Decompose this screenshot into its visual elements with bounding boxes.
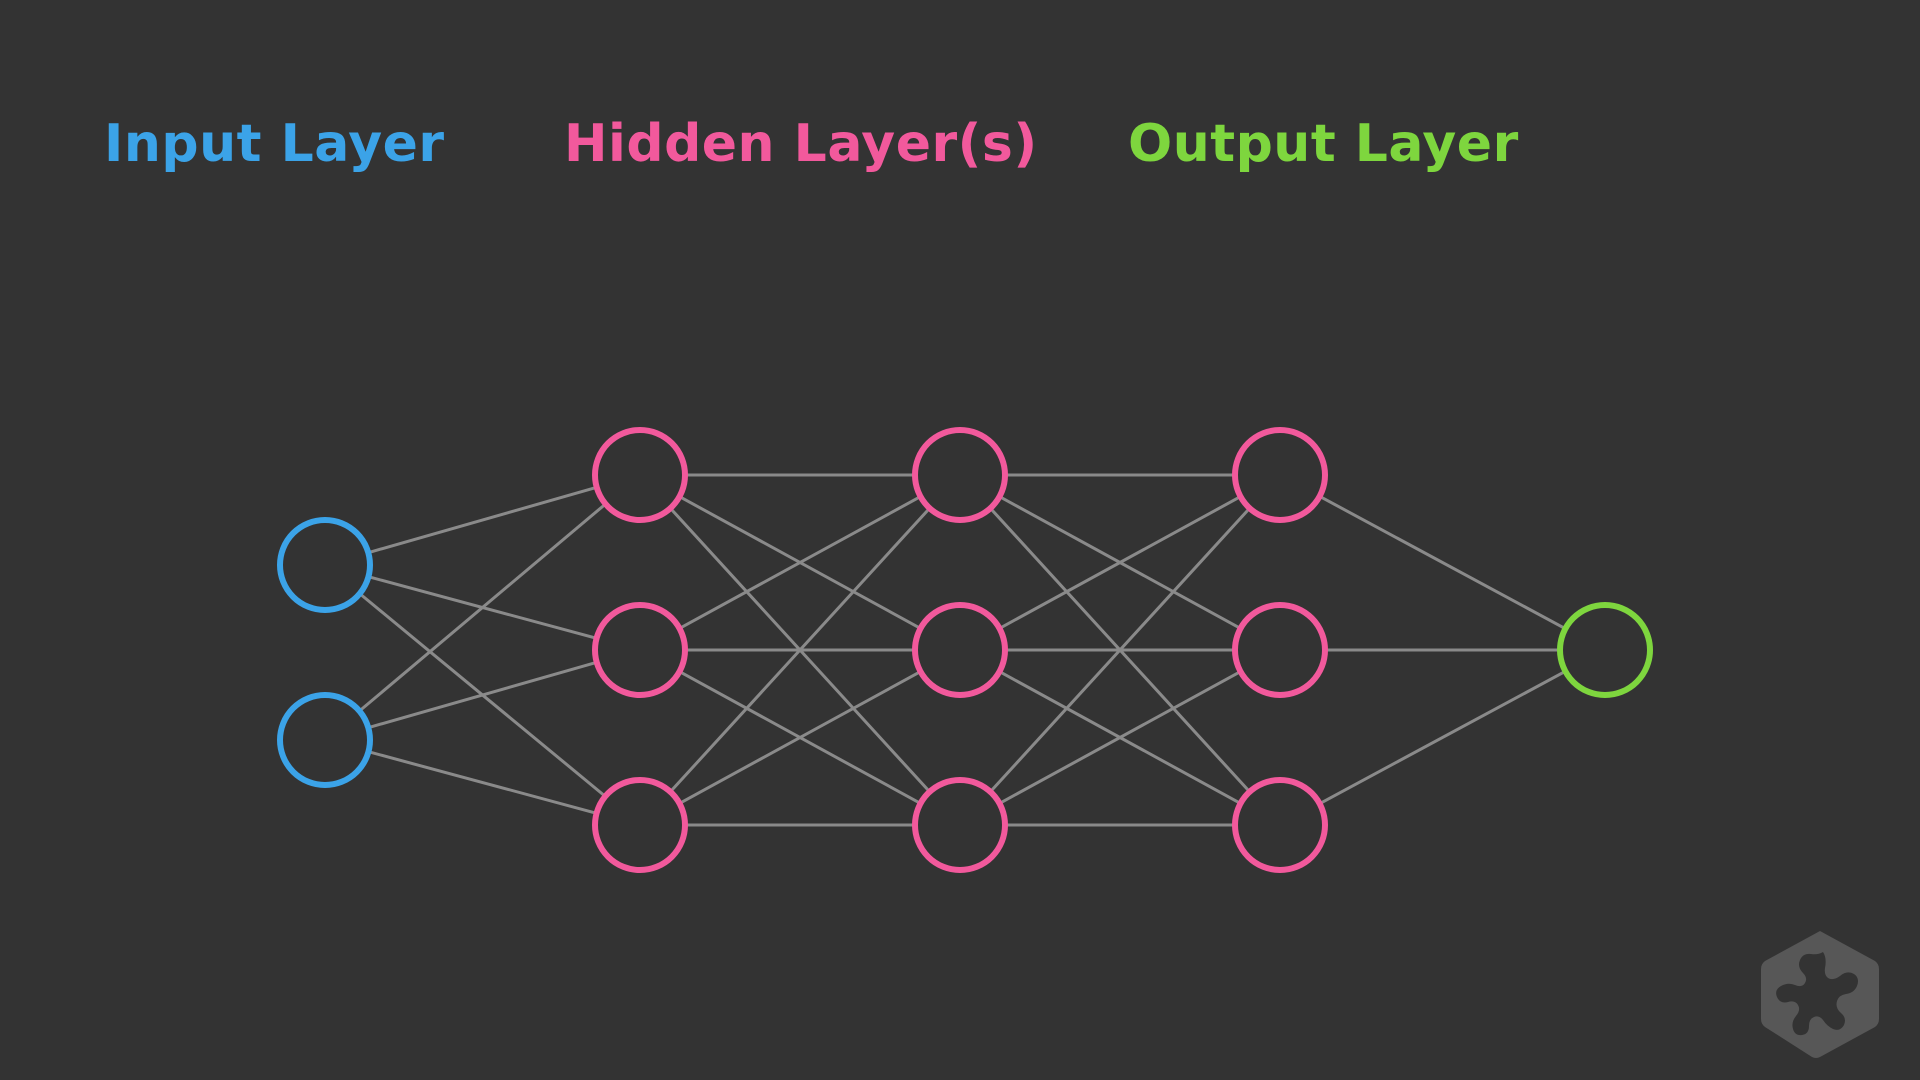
connection-edge <box>1318 669 1567 806</box>
neuron-node-h1_3 <box>592 777 688 873</box>
neuron-node-h2_1 <box>912 427 1008 523</box>
neuron-node-h3_1 <box>1232 427 1328 523</box>
connection-edge <box>366 485 599 555</box>
neuron-node-o1 <box>1557 602 1653 698</box>
neuron-node-h2_3 <box>912 777 1008 873</box>
neuron-node-i1 <box>277 517 373 613</box>
hidden-layer-title: Hidden Layer(s) <box>564 114 1038 174</box>
connection-edge <box>677 495 923 630</box>
neuron-node-i2 <box>277 692 373 788</box>
connection-edge <box>677 670 923 805</box>
connection-edge <box>1318 494 1567 631</box>
connection-edge <box>357 502 608 713</box>
connection-edge <box>366 750 599 815</box>
connection-edge <box>997 495 1243 630</box>
connection-edge <box>366 660 599 730</box>
connection-edge <box>997 670 1243 805</box>
neuron-node-h2_2 <box>912 602 1008 698</box>
input-layer-title: Input Layer <box>104 114 445 174</box>
neuron-nodes <box>277 427 1653 873</box>
neuron-node-h3_3 <box>1232 777 1328 873</box>
neuron-node-h1_1 <box>592 427 688 523</box>
output-layer-title: Output Layer <box>1128 114 1519 174</box>
neuron-node-h1_2 <box>592 602 688 698</box>
connection-edge <box>988 506 1252 794</box>
connection-edge <box>668 506 932 794</box>
hexagon-neuron-logo-icon <box>1761 931 1879 1058</box>
connection-edges <box>357 473 1567 827</box>
neuron-node-h3_2 <box>1232 602 1328 698</box>
